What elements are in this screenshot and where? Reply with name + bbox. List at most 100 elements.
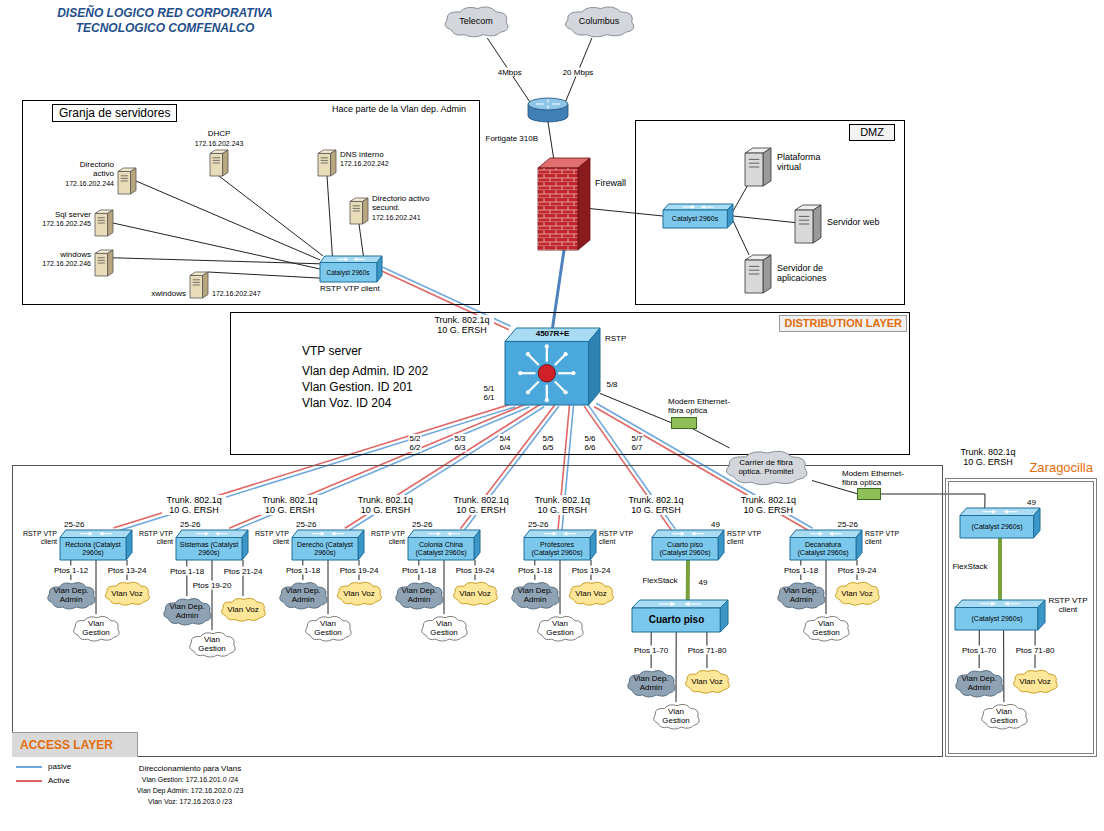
text-slot: DMZ [849,124,895,141]
text-slot: 5/1 6/1 [482,384,495,402]
free-label: Ptos 19-24 [339,566,380,575]
node-label: RSTP VTP client [369,530,405,546]
free-label: Ptos 1-18 [285,566,321,575]
text-slot: 5/6 6/6 [583,434,596,452]
shape-part [538,616,584,641]
vlan-cloud: Vlan Dep. Admin [44,580,98,610]
free-label: 5/6 6/6 [583,434,596,452]
modem-icon: Modem Ethernet- fibra optica [672,418,696,428]
shape-part [408,530,480,538]
node-label: DHCP [185,129,253,138]
connector [113,258,320,264]
shape-part [564,352,568,356]
node-label: 49 [1027,498,1036,507]
connector-line [212,560,213,630]
connector-line [600,393,672,423]
node-label: xwindows [151,289,186,298]
text-slot: pasive [48,762,71,771]
access-switch: Cuarto piso [632,600,728,632]
text-slot: 4Mbps [497,67,523,76]
shape-part [526,390,530,394]
text-slot: Granja de servidores [52,104,177,122]
text-slot: Firewall [595,178,626,188]
node-label: Vlan Voz. ID 204 [302,396,391,410]
shape-part [810,532,842,535]
access-switch: (Catalyst 2960s)RSTP VTP client [955,600,1045,630]
shape-part [571,371,575,375]
shape-part [718,530,724,560]
connector [208,272,320,278]
node-label: RSTP VTP client [599,530,635,546]
switch-icon: Catalyst 2960sRSTP VTP client [320,256,382,282]
server-icon: windows172.16.202.246 [95,250,113,276]
text-slot: Ptos 21-24 [223,567,264,576]
node-label: Vlan Gestion [657,707,695,725]
shape-part [749,266,759,274]
shape-part [632,600,728,608]
vlan-cloud: Vlan Dep. Admin [160,596,214,626]
shape-part [578,158,590,250]
shape-part [98,258,105,263]
shape-part [749,159,759,167]
shape-part [213,158,220,163]
connector [345,403,544,531]
shape-part [474,530,480,560]
shape-part [95,253,108,276]
cloud: Columbus [560,4,638,38]
connector-line [553,250,565,328]
text-slot: RSTP VTP client [369,530,405,546]
node-label: 172.16.202.243 [185,140,253,148]
vlan-cloud: Vlan Gestion [70,614,122,642]
node-label: Servidor de aplicaciones [777,263,841,283]
text-slot: Ptos 13-24 [107,566,148,575]
text-slot: 49 [711,520,720,529]
shape-part [118,171,131,194]
text-slot: RSTP VTP client [320,284,380,293]
text-slot: Ptos 19-24 [837,566,878,575]
node-label: Vlan Gestion [807,619,845,637]
node-label: Catalyst 2960s [672,215,718,223]
shape-part [558,372,573,374]
node-label: RSTP [605,334,626,343]
shape-part [980,602,1020,605]
node-label: Carrier de fibra optica. Promitel [731,458,801,476]
text-slot: xwindows [151,289,186,298]
legend-label: pasive [48,762,71,771]
shape-part [524,530,596,538]
shape-part [422,616,468,641]
node-label: 172.16.202.245 [42,220,91,228]
shape-part [108,250,113,276]
node-label: Decanatura (Catalyst 2960s) [793,541,853,557]
edge-label: Trunk. 802.1q 10 G. ERSH [624,495,688,515]
shape-part [654,704,700,729]
connector-line [594,407,810,532]
text-slot: Trunk. 802.1q 10 G. ERSH [624,495,688,515]
shape-part [505,341,589,405]
server-shape [190,272,208,298]
vlan-cloud: Vlan Voz [832,580,882,606]
connector-line [115,407,515,532]
connector [113,223,320,269]
shape-part [955,600,1045,608]
connector-line [590,209,663,216]
node-label: 25-26 [296,520,316,529]
modem-icon: Modem Ethernet- fibra optica [858,489,880,499]
free-label: Ptos 1-18 [517,566,553,575]
shape-part [48,583,95,609]
shape-part [105,582,149,605]
node-label: (Catalyst 2960s) [972,523,1023,531]
text-slot: Trunk. 802.1q 10 G. ERSH [449,495,513,515]
text-slot: Ptos 19-24 [339,566,380,575]
text-slot: RSTP VTP client [1048,596,1088,614]
text-slot: windows [60,250,91,259]
node-label: Vlan Voz [575,589,607,598]
shape-part [164,599,211,625]
shape-part [652,530,724,538]
shape-part [408,538,474,561]
node-label: Directorio activo secund. [372,194,436,212]
vlan-cloud: Vlan Voz [334,580,384,606]
connector [359,224,363,256]
shape-part [121,176,128,181]
